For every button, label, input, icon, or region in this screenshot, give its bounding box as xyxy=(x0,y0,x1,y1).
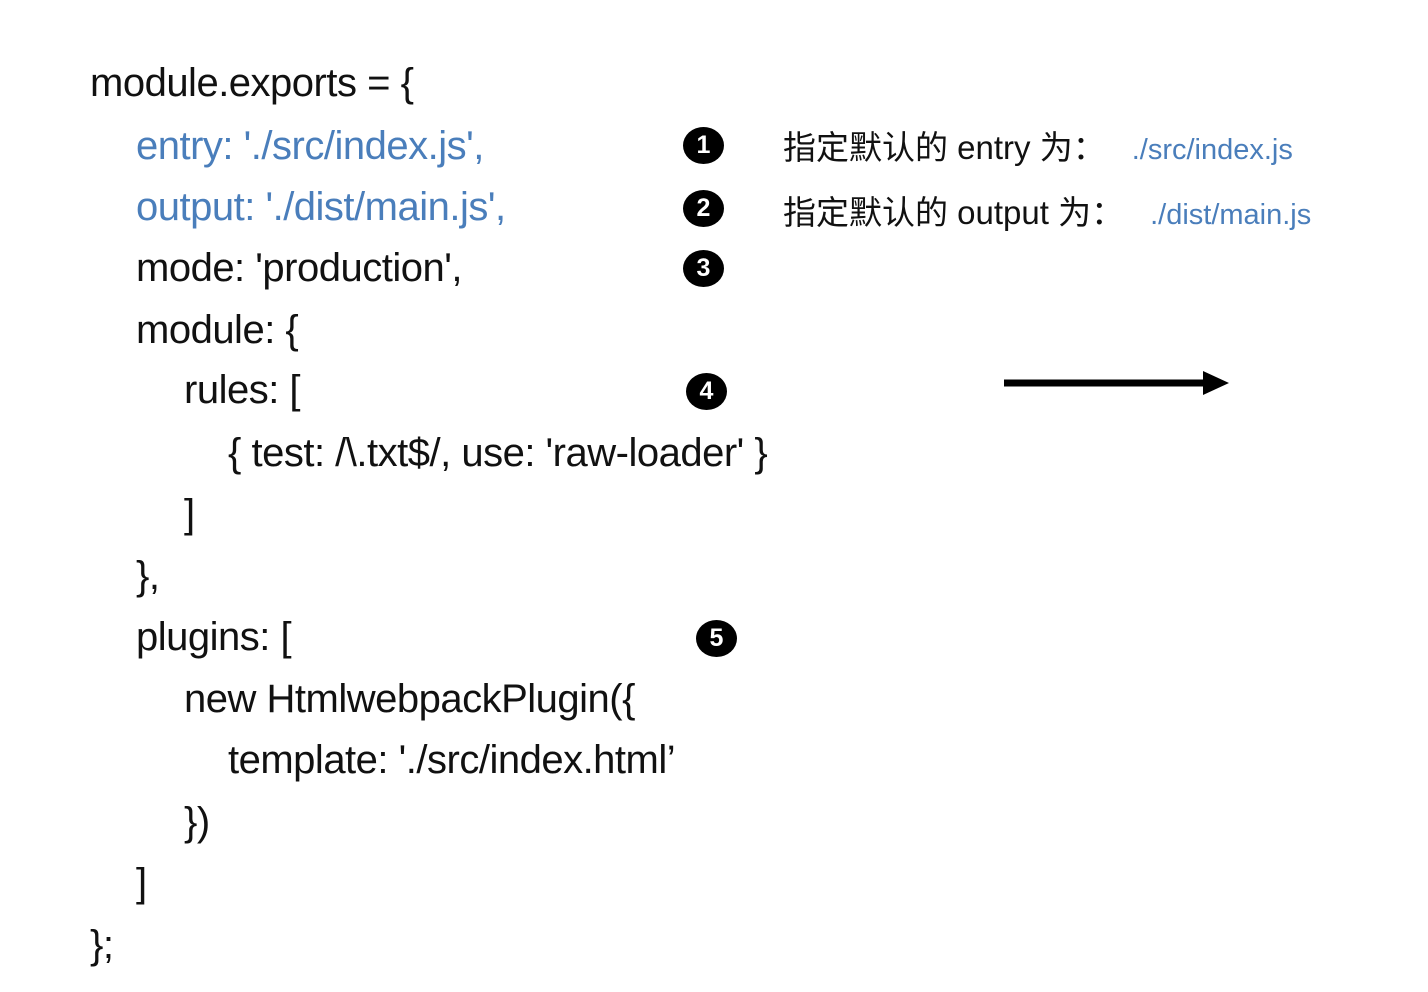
annotation-output: 指定默认的 output 为： ./dist/main.js xyxy=(783,193,1311,240)
step-badge-2: 2 xyxy=(683,190,724,227)
annotation-output-path: ./dist/main.js xyxy=(1150,199,1312,231)
annotation-output-label: 指定默认的 output 为： xyxy=(783,194,1125,231)
step-badge-4: 4 xyxy=(686,373,727,410)
code-line-plugin-close: }) xyxy=(184,800,210,844)
step-badge-1: 1 xyxy=(683,127,724,164)
annotation-entry-path: ./src/index.js xyxy=(1131,134,1293,166)
code-line-entry: entry: './src/index.js', xyxy=(136,124,484,168)
code-line-template: template: './src/index.html’ xyxy=(228,738,676,782)
code-line-rule-test: { test: /\.txt$/, use: 'raw-loader' } xyxy=(228,431,768,475)
step-badge-5: 5 xyxy=(696,620,737,657)
code-line-plugins-close: ] xyxy=(136,861,147,905)
code-line-mode: mode: 'production', xyxy=(136,246,462,290)
code-line-new-plugin: new HtmlwebpackPlugin({ xyxy=(184,677,635,721)
right-arrow-icon xyxy=(1004,371,1229,395)
annotation-entry: 指定默认的 entry 为： ./src/index.js xyxy=(783,128,1293,175)
code-line-rules-open: rules: [ xyxy=(184,368,301,412)
code-line-exports-close: }; xyxy=(90,923,114,967)
code-line-module-exports: module.exports = { xyxy=(90,61,414,105)
annotation-entry-label: 指定默认的 entry 为： xyxy=(783,129,1106,166)
code-line-rules-close: ] xyxy=(184,492,195,536)
code-line-module-close: }, xyxy=(136,554,160,598)
step-badge-3: 3 xyxy=(683,250,724,287)
code-line-module-open: module: { xyxy=(136,308,299,352)
code-line-output: output: './dist/main.js', xyxy=(136,185,506,229)
code-line-plugins-open: plugins: [ xyxy=(136,615,292,659)
